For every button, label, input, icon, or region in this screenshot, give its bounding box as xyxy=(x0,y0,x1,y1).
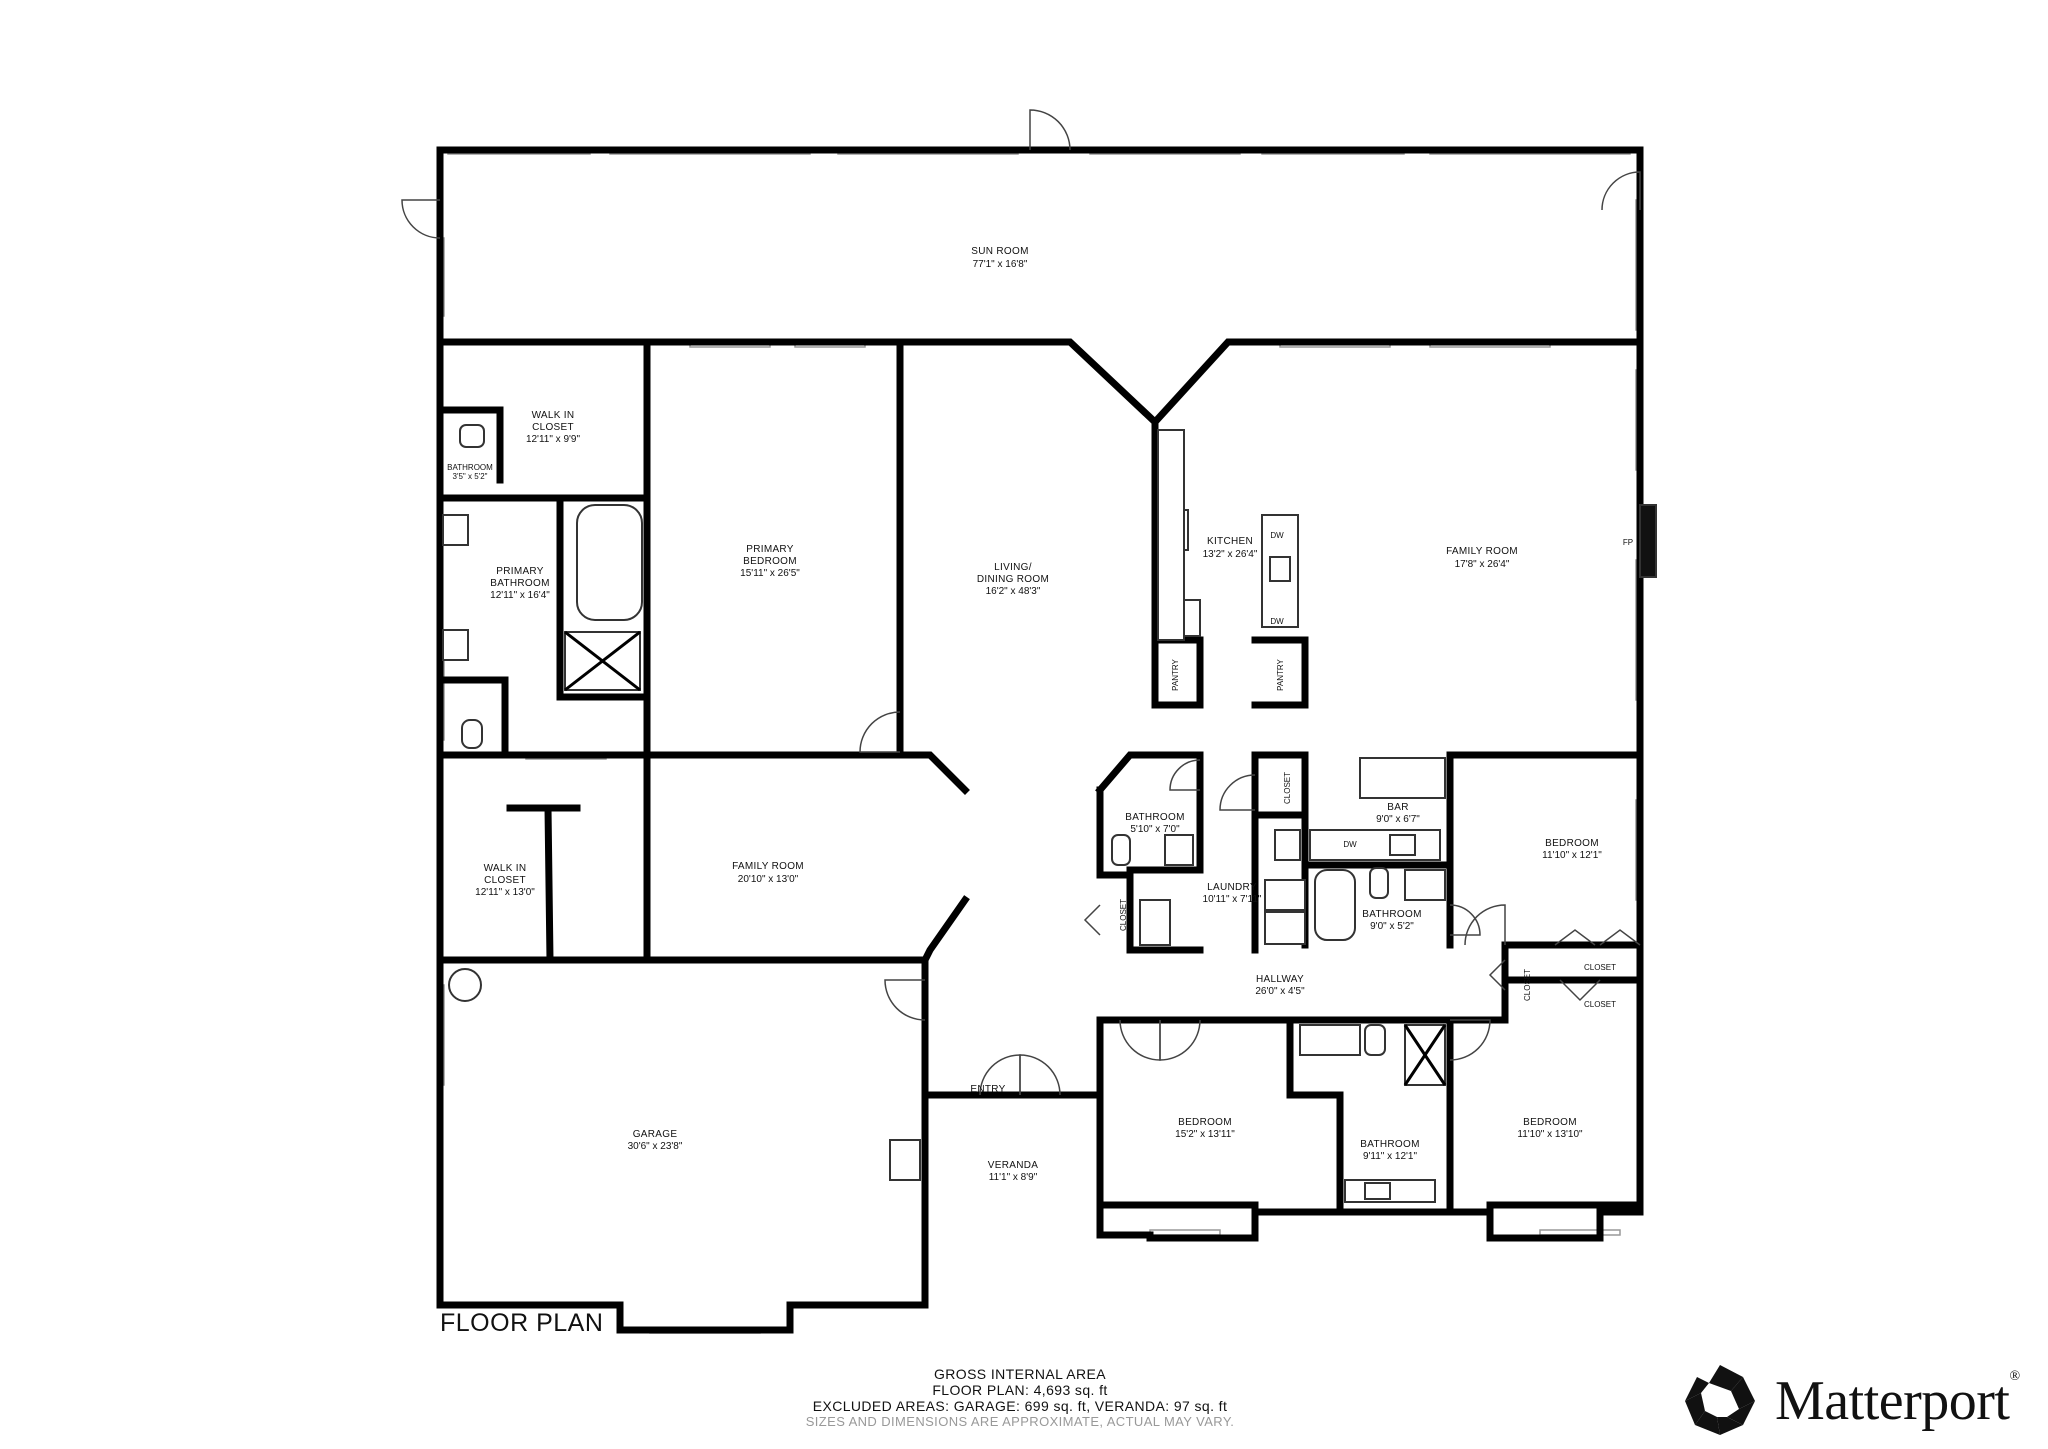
room-dim-bedroom-s: 15'2" x 13'11" xyxy=(1175,1129,1235,1140)
room-dim-bathroom-mid: 9'0" x 5'2" xyxy=(1370,921,1414,932)
door-swings xyxy=(401,109,1641,1096)
area-excluded: EXCLUDED AREAS: GARAGE: 699 sq. ft, VERA… xyxy=(812,1398,1228,1414)
area-floor-plan: FLOOR PLAN: 4,693 sq. ft xyxy=(932,1382,1108,1398)
room-dim-veranda: 11'1" x 8'9" xyxy=(989,1172,1038,1183)
area-heading: GROSS INTERNAL AREA xyxy=(933,1366,1106,1382)
room-name-sun-room: SUN ROOM xyxy=(971,246,1028,257)
room-dim-bar: 9'0" x 6'7" xyxy=(1376,814,1420,825)
room-dim-sun-room: 77'1" x 16'8" xyxy=(973,259,1028,270)
area-summary: GROSS INTERNAL AREA FLOOR PLAN: 4,693 sq… xyxy=(660,1366,1380,1430)
closet-label-1: CLOSET xyxy=(1584,963,1616,972)
pantry-label-2: PANTRY xyxy=(1276,658,1285,690)
room-name-walk-in-closet-2-a: WALK IN xyxy=(484,863,527,874)
room-name-bathroom-hall: BATHROOM xyxy=(1125,812,1184,823)
room-dim-bedroom-ne: 11'10" x 12'1" xyxy=(1542,850,1602,861)
room-name-primary-bathroom-b: BATHROOM xyxy=(490,578,549,589)
room-dim-kitchen: 13'2" x 26'4" xyxy=(1203,549,1258,560)
matterport-logo-icon xyxy=(1685,1365,1755,1435)
walls xyxy=(436,146,1644,1334)
window-strips xyxy=(437,147,1643,1334)
room-name-entry: ENTRY xyxy=(970,1084,1005,1095)
room-name-primary-bathroom-a: PRIMARY xyxy=(496,566,544,577)
area-note: SIZES AND DIMENSIONS ARE APPROXIMATE, AC… xyxy=(805,1414,1235,1429)
room-dim-garage: 30'6" x 23'8" xyxy=(628,1141,683,1152)
room-name-veranda: VERANDA xyxy=(988,1160,1038,1171)
room-dim-family-room-1: 17'8" x 26'4" xyxy=(1455,559,1510,570)
room-name-primary-bedroom-a: PRIMARY xyxy=(746,544,794,555)
closet-label-5: CLOSET xyxy=(1523,969,1532,1001)
room-dim-laundry: 10'11" x 7'11" xyxy=(1203,894,1262,905)
fixtures xyxy=(442,422,1657,1203)
dw-label-3: DW xyxy=(1343,840,1357,849)
room-dim-bathroom-hall: 5'10" x 7'0" xyxy=(1130,824,1180,835)
room-dim-bathroom-small: 3'5" x 5'2" xyxy=(453,472,488,481)
room-labels: SUN ROOM 77'1" x 16'8" WALK IN CLOSET 12… xyxy=(447,246,1602,1183)
room-name-kitchen: KITCHEN xyxy=(1207,536,1253,547)
room-name-family-room-2: FAMILY ROOM xyxy=(732,861,804,872)
room-name-walk-in-closet-2-b: CLOSET xyxy=(484,875,526,886)
closet-label-4: CLOSET xyxy=(1119,899,1128,931)
room-dim-primary-bedroom: 15'11" x 26'5" xyxy=(740,568,800,579)
room-name-walk-in-closet-1-b: CLOSET xyxy=(532,422,574,433)
room-dim-family-room-2: 20'10" x 13'0" xyxy=(738,874,799,885)
closet-label-2: CLOSET xyxy=(1584,1000,1616,1009)
room-dim-living-dining: 16'2" x 48'3" xyxy=(986,586,1041,597)
fp-label: FP xyxy=(1623,538,1633,547)
room-dim-hallway: 26'0" x 4'5" xyxy=(1255,986,1305,997)
room-name-bathroom-small: BATHROOM xyxy=(447,463,493,472)
room-name-hallway: HALLWAY xyxy=(1256,974,1304,985)
room-dim-bedroom-se: 11'10" x 13'10" xyxy=(1517,1129,1583,1140)
room-name-living-dining-b: DINING ROOM xyxy=(977,574,1049,585)
room-name-bedroom-ne: BEDROOM xyxy=(1545,838,1599,849)
room-name-primary-bedroom-b: BEDROOM xyxy=(743,556,797,567)
room-dim-walk-in-closet-2: 12'11" x 13'0" xyxy=(475,887,535,898)
floor-plan-title: FLOOR PLAN xyxy=(440,1309,604,1337)
room-name-bathroom-s: BATHROOM xyxy=(1360,1139,1419,1150)
room-name-walk-in-closet-1-a: WALK IN xyxy=(532,410,575,421)
room-name-laundry: LAUNDRY xyxy=(1207,882,1257,893)
closet-label-3: CLOSET xyxy=(1283,772,1292,804)
dw-label-2: DW xyxy=(1270,617,1284,626)
room-name-family-room-1: FAMILY ROOM xyxy=(1446,546,1518,557)
room-dim-walk-in-closet-1: 12'11" x 9'9" xyxy=(526,434,581,445)
room-name-living-dining-a: LIVING/ xyxy=(994,562,1032,573)
room-name-garage: GARAGE xyxy=(633,1129,678,1140)
fixture-labels: DW DW DW FP CLOSET CLOSET CLOSET CLOSET … xyxy=(1119,531,1633,1009)
matterport-wordmark: Matterport® xyxy=(1775,1369,2020,1432)
room-name-bar: BAR xyxy=(1387,802,1408,813)
room-name-bedroom-s: BEDROOM xyxy=(1178,1117,1232,1128)
pantry-label-1: PANTRY xyxy=(1171,658,1180,690)
dw-label-1: DW xyxy=(1270,531,1284,540)
room-name-bedroom-se: BEDROOM xyxy=(1523,1117,1577,1128)
room-dim-bathroom-s: 9'11" x 12'1" xyxy=(1363,1151,1418,1162)
room-name-bathroom-mid: BATHROOM xyxy=(1362,909,1421,920)
room-dim-primary-bathroom: 12'11" x 16'4" xyxy=(490,590,550,601)
